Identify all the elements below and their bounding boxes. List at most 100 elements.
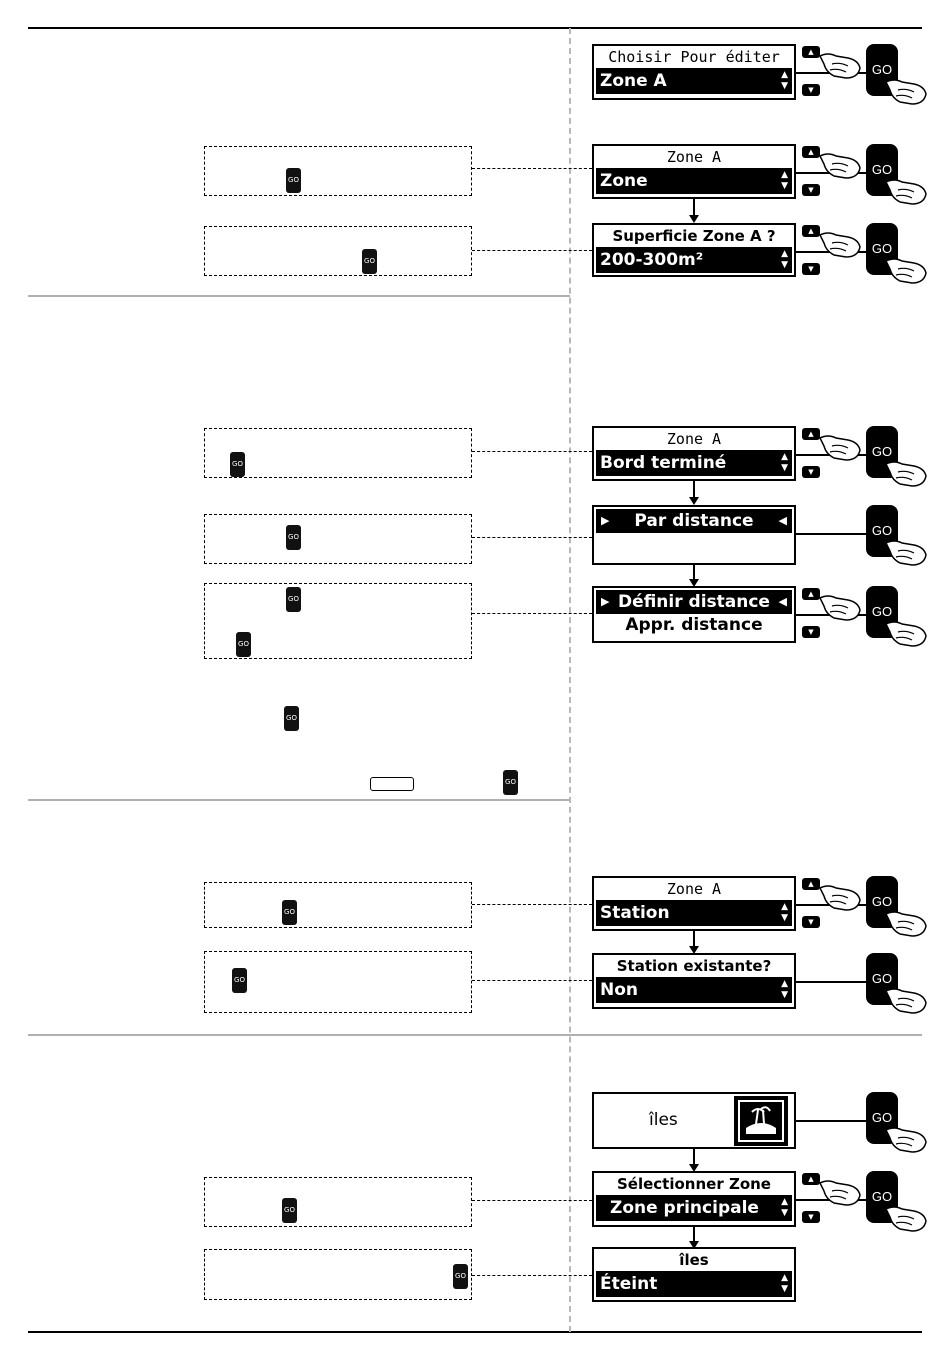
lcd-screen-station: Zone A Station ▲▼ — [592, 876, 796, 931]
go-key-icon: GO — [362, 249, 377, 274]
go-key-icon: GO — [286, 587, 301, 612]
lcd-screen-definir-distance: ▶Définir distance◀ Appr. distance — [592, 586, 796, 643]
lcd-line2: Éteint — [600, 1274, 658, 1294]
lcd-line1: Par distance — [634, 511, 754, 531]
lcd-line2: Zone A — [600, 71, 667, 91]
lcd-line1: Zone A — [666, 880, 722, 898]
lcd-screen-iles-menu: îles — [592, 1092, 796, 1149]
go-key-icon: GO — [236, 632, 251, 657]
up-down-arrows-icon: ▲▼ — [781, 170, 788, 191]
lcd-selected-line: Zone▲▼ — [596, 168, 792, 194]
up-down-arrows-icon: ▲▼ — [781, 452, 788, 473]
pointing-hand-icon — [818, 878, 862, 912]
lcd-line1: îles — [649, 1110, 678, 1130]
go-button[interactable]: GO — [866, 426, 898, 478]
go-connector-line — [796, 1120, 866, 1122]
lcd-screen-par-distance: ▶ Par distance ◀ — [592, 505, 796, 565]
pointing-hand-icon — [818, 428, 862, 462]
up-arrow-key-icon[interactable]: ▲ — [802, 225, 820, 237]
callout-box — [204, 583, 472, 659]
lcd-screen-selectionner-zone: Sélectionner Zone Zone principale ▲▼ — [592, 1171, 796, 1227]
lcd-selected-line: 200-300m² ▲▼ — [596, 247, 792, 273]
lcd-line2: Appr. distance — [625, 615, 763, 635]
up-arrow-key-icon[interactable]: ▲ — [802, 46, 820, 58]
lcd-screen-bord-termine: Zone A Bord terminé▲▼ — [592, 426, 796, 481]
go-button[interactable]: GO — [866, 44, 898, 96]
section-divider-3 — [28, 1034, 922, 1036]
section-divider-1 — [28, 295, 570, 297]
pointing-hand-icon — [884, 251, 928, 285]
go-key-icon: GO — [284, 706, 299, 731]
lcd-line2: Non — [600, 980, 639, 1000]
callout-box — [204, 1249, 472, 1300]
top-rule — [28, 27, 922, 29]
callout-connector — [472, 904, 592, 905]
down-arrow-key-icon[interactable]: ▼ — [802, 263, 820, 275]
up-down-arrows-icon: ▲▼ — [781, 1197, 788, 1218]
down-arrow-key-icon[interactable]: ▼ — [802, 184, 820, 196]
callout-connector — [472, 250, 592, 251]
lcd-line1: Zone A — [666, 430, 722, 448]
left-pointer-icon: ◀ — [778, 595, 787, 608]
pointing-hand-icon — [884, 72, 928, 106]
up-down-arrows-icon: ▲▼ — [781, 249, 788, 270]
down-arrow-key-icon[interactable]: ▼ — [802, 626, 820, 638]
flow-arrow — [689, 1227, 699, 1249]
callout-box — [204, 951, 472, 1013]
pointing-hand-icon — [884, 533, 928, 567]
callout-connector — [472, 1275, 592, 1276]
up-down-arrows-icon: ▲▼ — [781, 902, 788, 923]
lcd-selected-line: Zone principale ▲▼ — [596, 1195, 792, 1221]
up-arrow-key-icon[interactable]: ▲ — [802, 428, 820, 440]
go-key-icon: GO — [286, 525, 301, 550]
callout-box — [204, 428, 472, 478]
pointing-hand-icon — [884, 1120, 928, 1154]
lcd-selected-line: Non▲▼ — [596, 977, 792, 1003]
callout-connector — [472, 980, 592, 981]
flow-arrow — [689, 199, 699, 223]
lcd-line2: Station — [600, 903, 670, 923]
up-down-arrows-icon: ▲▼ — [781, 70, 788, 91]
key-outline-icon — [370, 777, 414, 791]
callout-connector — [472, 451, 592, 452]
lcd-screen-superficie: Superficie Zone A ? 200-300m² ▲▼ — [592, 223, 796, 277]
callout-box — [204, 226, 472, 276]
up-arrow-key-icon[interactable]: ▲ — [802, 1173, 820, 1185]
lcd-line2: 200-300m² — [600, 250, 704, 270]
flow-arrow — [689, 481, 699, 505]
lcd-screen-iles-eteint: îles Éteint ▲▼ — [592, 1247, 796, 1302]
down-arrow-key-icon[interactable]: ▼ — [802, 84, 820, 96]
column-divider — [569, 28, 571, 1332]
down-arrow-key-icon[interactable]: ▼ — [802, 466, 820, 478]
down-arrow-key-icon[interactable]: ▼ — [802, 1211, 820, 1223]
lcd-line1: Sélectionner Zone — [617, 1175, 771, 1193]
go-key-icon: GO — [232, 968, 247, 993]
island-icon — [734, 1096, 788, 1146]
up-arrow-key-icon[interactable]: ▲ — [802, 146, 820, 158]
right-pointer-icon: ▶ — [601, 514, 610, 527]
lcd-line1: Définir distance — [618, 592, 770, 612]
lcd-selected-line: Zone A ▲▼ — [596, 68, 792, 94]
lcd-screen-choose-zone: Choisir Pour éditer Zone A▲▼ — [592, 44, 796, 100]
lcd-line1: Superficie Zone A ? — [612, 227, 776, 245]
lcd-line1: îles — [679, 1251, 709, 1269]
lcd-screen-station-existante: Station existante? Non▲▼ — [592, 953, 796, 1009]
section-divider-2 — [28, 799, 570, 801]
callout-box — [204, 146, 472, 196]
lcd-selected-line: Bord terminé▲▼ — [596, 450, 792, 476]
lcd-selected-line: Station ▲▼ — [596, 900, 792, 926]
pointing-hand-icon — [818, 1173, 862, 1207]
up-down-arrows-icon: ▲▼ — [781, 1273, 788, 1294]
go-key-icon: GO — [282, 1198, 297, 1223]
lcd-selected-line: ▶ Par distance ◀ — [596, 509, 792, 533]
pointing-hand-icon — [818, 146, 862, 180]
up-arrow-key-icon[interactable]: ▲ — [802, 878, 820, 890]
left-pointer-icon: ◀ — [778, 514, 787, 527]
pointing-hand-icon — [884, 1199, 928, 1233]
pointing-hand-icon — [818, 225, 862, 259]
pointing-hand-icon — [818, 588, 862, 622]
pointing-hand-icon — [884, 981, 928, 1015]
lcd-line2: Zone principale — [610, 1198, 759, 1218]
down-arrow-key-icon[interactable]: ▼ — [802, 916, 820, 928]
up-arrow-key-icon[interactable]: ▲ — [802, 588, 820, 600]
